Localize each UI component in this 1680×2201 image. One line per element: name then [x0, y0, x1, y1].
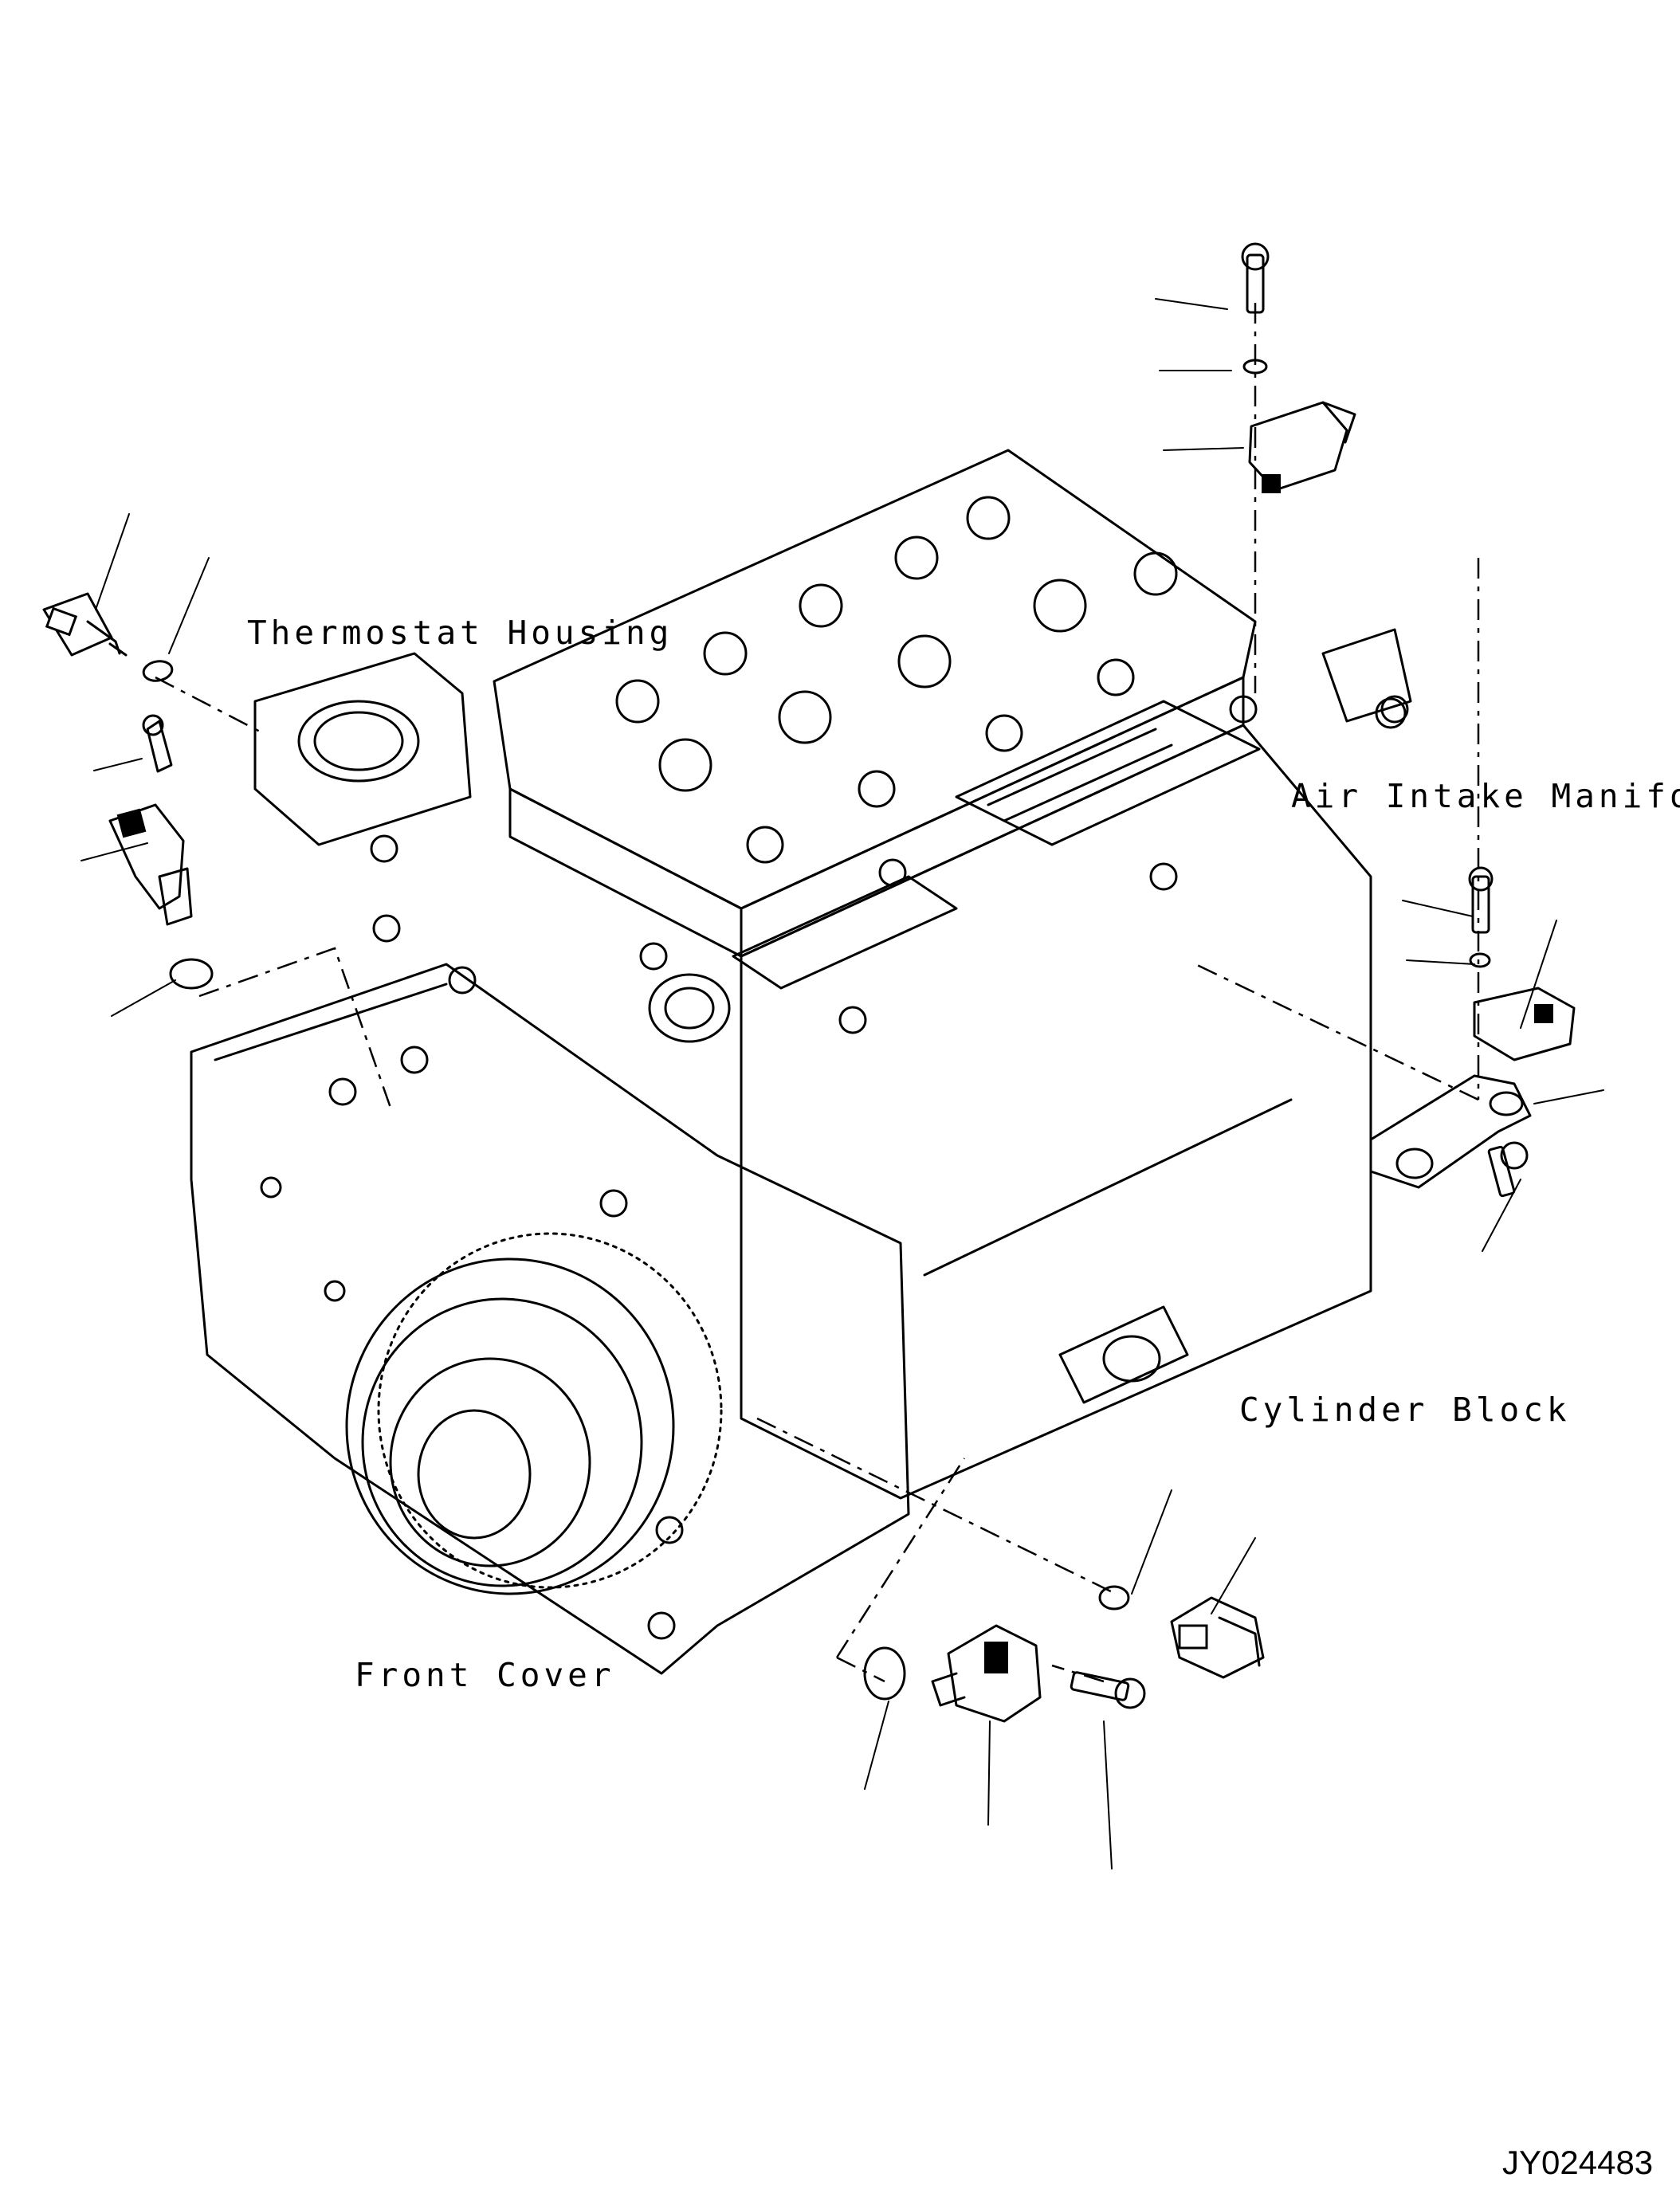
coolant-temp-sensor: [42, 592, 128, 657]
o-ring: [142, 359, 1491, 1701]
cam-speed-sensor: [931, 1624, 1146, 1723]
callout-lines: [80, 298, 1604, 1869]
engine-body: [190, 449, 1412, 1675]
label-front-cover: Front Cover: [355, 1656, 615, 1694]
bracket-sensor: [1369, 866, 1576, 1198]
assembly-lines: [155, 303, 1480, 1683]
crank-speed-sensor: [108, 714, 193, 926]
label-air-intake-manifold: Air Intake Manifold: [1291, 777, 1680, 815]
body-bolts: [260, 695, 1409, 1640]
crank-pulley: [345, 1232, 723, 1595]
head-bolt-holes: [615, 496, 1178, 864]
oil-pressure-sensor: [1170, 1596, 1265, 1679]
drawing-id: JY024483: [1502, 2144, 1654, 2181]
label-thermostat-housing: Thermostat Housing: [247, 614, 673, 652]
label-cylinder-block: Cylinder Block: [1239, 1391, 1571, 1429]
boost-pressure-sensor: [1241, 242, 1356, 493]
